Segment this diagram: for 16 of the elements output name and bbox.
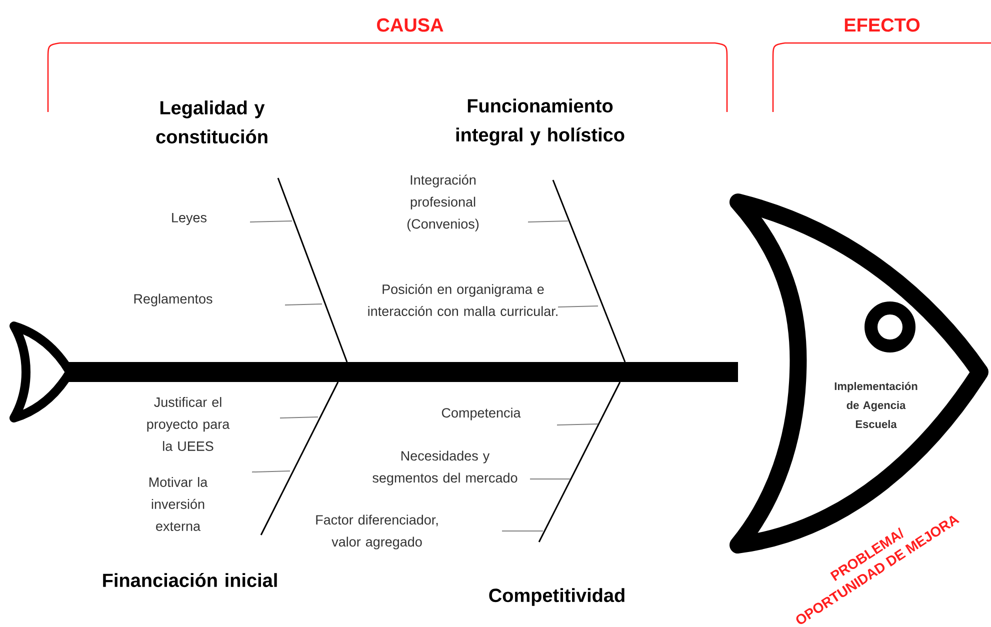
category-heading: Competitividad bbox=[489, 588, 624, 606]
cause-label: Leyes bbox=[172, 212, 207, 226]
category-heading: Legalidad y constitución bbox=[156, 100, 268, 144]
cause-label: Competencia bbox=[442, 408, 521, 420]
cause-label: Factor diferenciador, valor agregado bbox=[316, 514, 438, 550]
cause-label: Posición en organigrama e interacción con malla curricular. bbox=[368, 284, 558, 316]
section-heading: CAUSA bbox=[377, 18, 444, 32]
cause-label: Integración profesional (Convenios) bbox=[407, 174, 479, 232]
cause-label: Reglamentos bbox=[134, 294, 212, 306]
section-heading: EFECTO bbox=[844, 18, 920, 32]
category-heading: Funcionamiento integral y holístico bbox=[456, 98, 624, 146]
effect-label: Implementación de Agencia Escuela bbox=[834, 382, 918, 428]
cause-label: Justificar el proyecto para la UEES bbox=[147, 397, 230, 451]
cause-label: Motivar la inversión externa bbox=[149, 477, 208, 531]
category-heading: Financiación inicial bbox=[103, 572, 277, 588]
cause-label: Necesidades y segmentos del mercado bbox=[372, 450, 518, 486]
